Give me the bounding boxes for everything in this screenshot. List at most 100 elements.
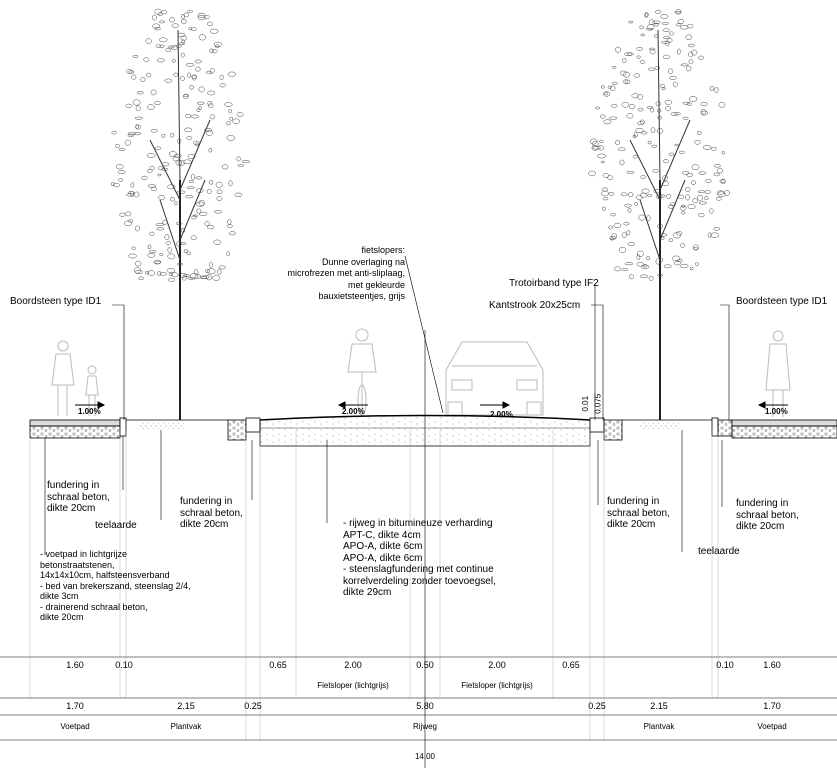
leaf: [697, 190, 706, 193]
leaf: [173, 72, 179, 77]
leaf: [173, 153, 182, 158]
leaf: [674, 10, 682, 14]
dim-band-right: 0.10: [716, 660, 734, 670]
leaf: [236, 112, 244, 117]
dim2-voetpad-right: 1.70: [763, 701, 781, 711]
leaf: [655, 101, 661, 107]
leaf: [680, 211, 686, 215]
leader-lines: [44, 255, 730, 555]
leaf: [147, 104, 155, 110]
leaf: [156, 58, 165, 63]
slope-label-right: 1.00%: [765, 407, 788, 416]
leaf: [221, 164, 229, 170]
leaf: [682, 101, 690, 105]
leaf: [718, 102, 726, 108]
leaf: [665, 106, 671, 111]
leaf: [713, 172, 720, 177]
leaf: [650, 107, 655, 113]
fundering-right-note: fundering in schraal beton, dikte 20cm: [736, 498, 799, 532]
leaf: [191, 173, 195, 180]
leaf: [132, 55, 139, 58]
leaf: [161, 133, 166, 138]
leaf: [666, 194, 671, 199]
leaf: [644, 11, 649, 18]
leaf: [207, 101, 213, 106]
teelaarde-right-label: teelaarde: [698, 546, 740, 557]
leaf: [189, 273, 199, 280]
leaf: [187, 153, 196, 160]
leaf: [663, 264, 672, 269]
leaf: [713, 227, 721, 231]
leaf: [181, 52, 185, 58]
trotoirband-label: Trotoirband type IF2: [509, 278, 599, 289]
leaf: [136, 91, 144, 95]
leaf: [191, 75, 197, 81]
leaf: [646, 256, 651, 261]
leaf: [189, 180, 194, 183]
leaf: [216, 189, 223, 195]
leaf: [707, 232, 712, 239]
leaf: [227, 71, 236, 77]
leaf: [157, 271, 162, 277]
leaf: [168, 277, 175, 282]
leaf: [208, 148, 213, 153]
leaf: [619, 159, 625, 166]
leaf: [627, 208, 632, 213]
leaf: [637, 121, 644, 126]
leaf: [603, 119, 612, 125]
fietslopers-note: fietslopers: Dunne overlaging na microfr…: [287, 245, 405, 301]
leaf: [209, 114, 216, 120]
leaf: [715, 196, 722, 201]
leaf: [628, 104, 636, 110]
leaf: [627, 242, 635, 247]
rijweg-note: - rijweg in bitumineuze verharding APT-C…: [343, 518, 496, 598]
leaf: [636, 55, 641, 59]
dim2-voetpad-left: 1.70: [66, 701, 84, 711]
leaf: [697, 131, 702, 135]
dim-voetpad-left: 1.60: [66, 660, 84, 670]
zone-rijweg: Rijweg: [412, 722, 438, 731]
slope-arrows: [75, 401, 788, 409]
leaf: [647, 67, 656, 71]
leaf: [186, 72, 192, 78]
leaf: [646, 215, 651, 222]
leaf: [147, 153, 156, 158]
leaf: [680, 25, 689, 30]
leaf: [688, 51, 694, 58]
road-section: [29, 414, 837, 447]
leaf: [613, 222, 622, 229]
leaf: [198, 106, 202, 110]
leaf: [241, 160, 250, 164]
leaf: [153, 259, 162, 265]
leaf: [602, 91, 611, 97]
leaf: [144, 270, 150, 275]
leaf: [133, 132, 142, 136]
leaf: [140, 77, 146, 82]
leaf: [623, 71, 630, 78]
leaf: [197, 12, 206, 18]
leaf: [710, 232, 719, 238]
leaf: [155, 44, 162, 48]
leaf: [698, 201, 707, 205]
leaf: [110, 182, 115, 187]
leaf: [633, 132, 638, 138]
leaf: [677, 48, 681, 55]
leaf: [159, 20, 166, 24]
leaf: [170, 197, 175, 202]
dim-fiets-right: 2.00: [488, 660, 506, 670]
leaf: [194, 269, 199, 276]
leaf: [204, 128, 212, 132]
leaf: [177, 138, 182, 144]
leaf: [680, 242, 685, 249]
leaf: [125, 103, 133, 108]
leaf: [608, 116, 618, 120]
leaf: [147, 244, 152, 250]
leaf: [177, 32, 186, 37]
leaf: [648, 47, 656, 51]
leaf: [662, 21, 669, 26]
leaf: [628, 20, 634, 24]
leaf: [637, 94, 643, 100]
leaf: [713, 164, 721, 168]
zone-voetpad-left: Voetpad: [60, 722, 90, 731]
leaf: [588, 170, 596, 177]
